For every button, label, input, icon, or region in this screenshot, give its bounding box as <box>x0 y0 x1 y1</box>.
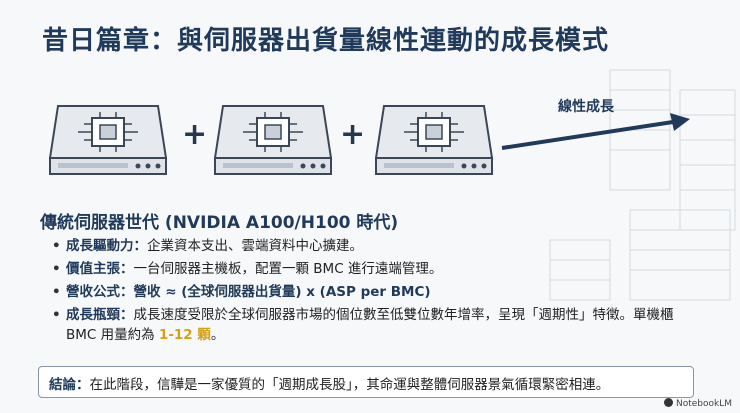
bullet-label: 營收公式： <box>66 284 134 300</box>
bullet-text: 企業資本支出、雲端資料中心擴建。 <box>147 238 363 254</box>
bullet-text: 成長速度受限於全球伺服器市場的個位數至低雙位數年增率，呈現「週期性」特徵。單機櫃… <box>66 307 674 343</box>
server-icon <box>213 105 333 175</box>
conclusion-label: 結論： <box>49 377 90 393</box>
conclusion-text: 在此階段，信驊是一家優質的「週期成長股」，其命運與整體伺服器景氣循環緊密相連。 <box>89 377 610 393</box>
brand-watermark: NotebookLM <box>663 398 732 409</box>
bullet-suffix: 。 <box>210 327 225 343</box>
bullet-text: 一台伺服器主機板，配置一顆 BMC 進行遠端管理。 <box>133 261 443 277</box>
conclusion-box: 結論：在此階段，信驊是一家優質的「週期成長股」，其命運與整體伺服器景氣循環緊密相… <box>38 366 694 398</box>
list-item: 營收公式：營收 ≈ (全球伺服器出貨量) x (ASP per BMC) <box>52 282 692 302</box>
bullet-label: 成長瓶頸： <box>66 307 134 323</box>
bullet-label: 成長驅動力： <box>66 238 147 254</box>
bullet-label: 價值主張： <box>66 261 134 277</box>
bmc-count-highlight: 1-12 顆 <box>158 327 211 343</box>
linear-growth-label: 線性成長 <box>558 99 614 115</box>
list-item: 成長瓶頸：成長速度受限於全球伺服器市場的個位數至低雙位數年增率，呈現「週期性」特… <box>52 305 692 345</box>
notebooklm-logo-icon <box>663 398 673 407</box>
list-item: 成長驅動力：企業資本支出、雲端資料中心擴建。 <box>52 236 692 256</box>
brand-name: NotebookLM <box>675 399 732 409</box>
section-heading: 傳統伺服器世代 (NVIDIA A100/H100 時代) <box>40 213 399 233</box>
list-item: 價值主張：一台伺服器主機板，配置一顆 BMC 進行遠端管理。 <box>52 259 692 279</box>
bullet-list: 成長驅動力：企業資本支出、雲端資料中心擴建。 價值主張：一台伺服器主機板，配置一… <box>52 236 692 348</box>
page-title: 昔日篇章：與伺服器出貨量線性連動的成長模式 <box>42 26 610 56</box>
server-icon <box>48 105 168 175</box>
plus-sign: + <box>340 117 366 152</box>
growth-arrow-icon <box>501 113 690 150</box>
revenue-formula: 營收 ≈ (全球伺服器出貨量) x (ASP per BMC) <box>133 284 431 300</box>
plus-sign: + <box>182 117 208 152</box>
server-icon <box>374 105 494 175</box>
